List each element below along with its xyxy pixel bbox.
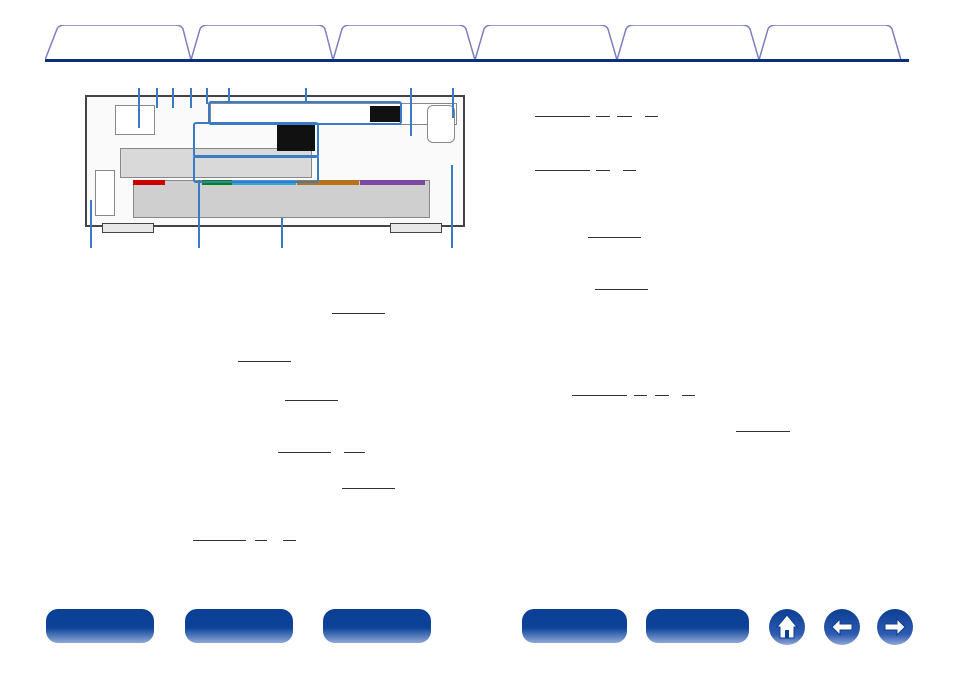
link[interactable]	[342, 488, 395, 489]
analog-inputs	[120, 148, 312, 178]
arrow-right-icon	[884, 617, 906, 637]
link[interactable]	[285, 400, 338, 401]
link[interactable]	[238, 361, 291, 362]
home-icon	[775, 614, 799, 639]
link[interactable]	[278, 452, 331, 453]
back-button[interactable]	[824, 609, 860, 645]
tab-2[interactable]	[190, 25, 334, 61]
link[interactable]	[332, 313, 385, 314]
link[interactable]	[736, 431, 790, 432]
tab-5[interactable]	[616, 25, 760, 61]
tab-3[interactable]	[332, 25, 476, 61]
tab-outlines	[45, 25, 902, 61]
arrow-left-icon	[831, 617, 853, 637]
tab-6[interactable]	[758, 25, 902, 61]
nav-button-1[interactable]	[46, 609, 154, 643]
link[interactable]	[595, 289, 648, 290]
nav-button-4[interactable]	[522, 609, 627, 643]
nav-button-2[interactable]	[185, 609, 293, 643]
power-switch	[95, 170, 115, 216]
link[interactable]	[535, 116, 590, 117]
link[interactable]	[535, 170, 590, 171]
tab-1[interactable]	[45, 25, 192, 61]
header-rule	[45, 59, 909, 62]
link[interactable]	[193, 540, 246, 541]
tab-4[interactable]	[474, 25, 618, 61]
nav-button-5[interactable]	[646, 609, 749, 643]
home-button[interactable]	[769, 609, 805, 645]
speaker-terminals	[133, 180, 430, 218]
hdmi-out	[370, 106, 400, 122]
ac-inlet	[427, 105, 455, 143]
forward-button[interactable]	[877, 609, 913, 645]
link[interactable]	[588, 237, 641, 238]
nav-button-3[interactable]	[323, 609, 431, 643]
network-port	[115, 105, 155, 135]
link[interactable]	[572, 395, 627, 396]
zone-out	[277, 123, 315, 151]
